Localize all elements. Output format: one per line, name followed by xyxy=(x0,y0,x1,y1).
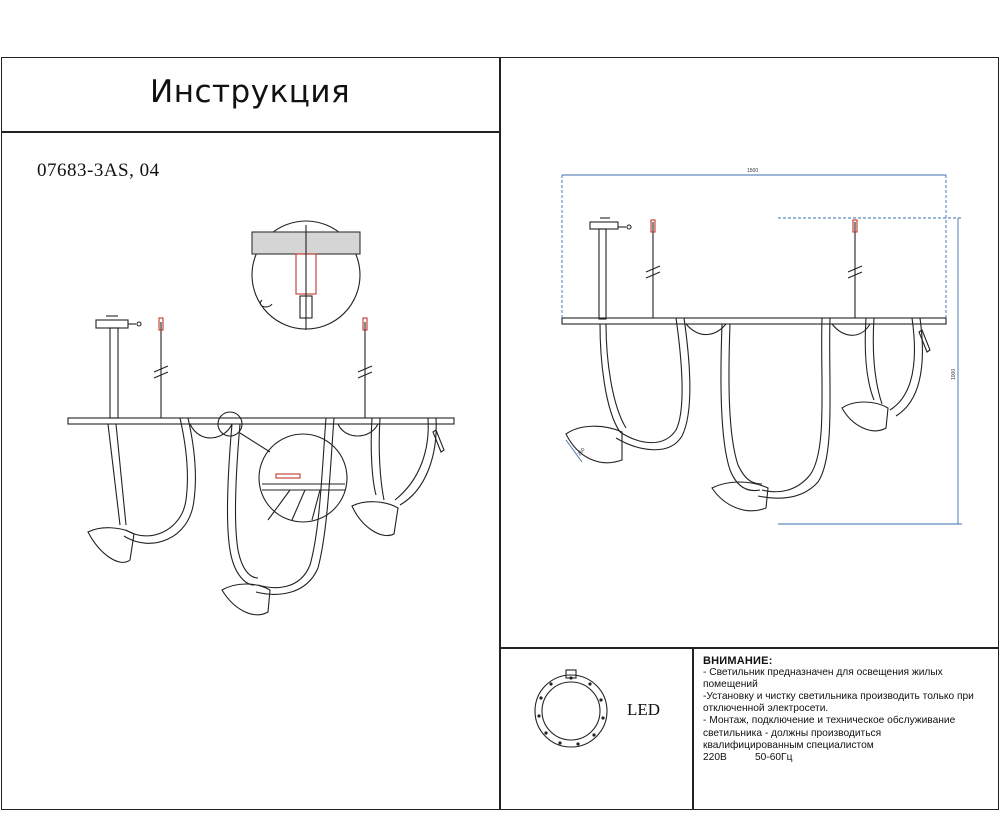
dimension-lines xyxy=(561,174,962,525)
warning-title: ВНИМАНИЕ: xyxy=(703,655,773,667)
right-shade-1 xyxy=(565,425,623,464)
warning-line: помещений xyxy=(703,679,758,691)
title-divider xyxy=(1,131,500,133)
dim-height: 1000 xyxy=(951,369,957,380)
dim-shade: 250 xyxy=(577,447,587,457)
right-shade-3 xyxy=(841,401,889,432)
warning-line: светильника - должны производиться xyxy=(703,727,882,739)
warning-line: квалифицированным специалистом xyxy=(703,739,874,751)
led-ring-icon xyxy=(534,669,608,748)
left-shade-2 xyxy=(221,583,271,616)
model-number: 07683-3AS, 04 xyxy=(37,160,160,181)
frequency-value: 50-60Гц xyxy=(755,751,793,763)
led-notes-divider xyxy=(692,647,694,810)
left-shade-1 xyxy=(87,527,135,563)
center-divider xyxy=(499,57,501,810)
warning-line: -Установку и чистку светильника производ… xyxy=(703,691,974,703)
left-suspension-rod xyxy=(109,327,119,419)
led-label: LED xyxy=(627,700,661,719)
warning-line: - Светильник предназначен для освещения … xyxy=(703,667,943,679)
right-dimension-drawing xyxy=(561,217,947,512)
electrical-specs: 220В 50-60Гц xyxy=(703,752,993,764)
dim-width: 1500 xyxy=(747,168,758,174)
page-title: Инструкция xyxy=(150,74,351,110)
left-shade-3 xyxy=(351,501,399,536)
detail-circle-bar xyxy=(258,433,348,523)
right-shade-2 xyxy=(711,481,769,512)
detail-marker xyxy=(217,411,243,437)
left-canopy xyxy=(95,319,129,329)
voltage-value: 220В xyxy=(703,751,727,763)
left-assembly-drawing xyxy=(67,220,455,616)
right-main-bar xyxy=(561,317,947,325)
left-main-bar xyxy=(67,417,455,425)
bottom-section-divider xyxy=(499,647,999,649)
warning-line: - Монтаж, подключение и техническое обсл… xyxy=(703,715,956,727)
warning-notes: ВНИМАНИЕ: - Светильник предназначен для … xyxy=(703,655,993,764)
warning-line: отключенной электросети. xyxy=(703,703,829,715)
